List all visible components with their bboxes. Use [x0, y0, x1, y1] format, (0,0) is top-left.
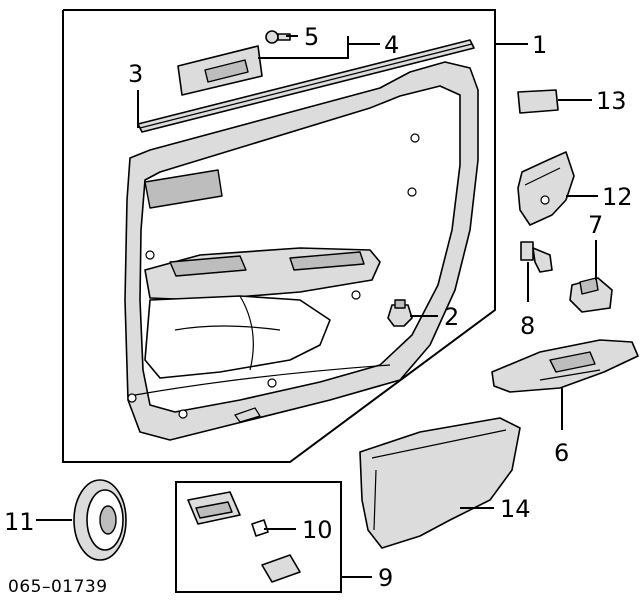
lens-part — [261, 554, 301, 583]
bulb-icon — [251, 519, 269, 537]
callout-11: 11 — [4, 508, 35, 536]
callout-1: 1 — [532, 31, 547, 59]
switch-panel-part — [491, 339, 639, 393]
speaker-icon — [73, 479, 127, 561]
part-9-group-box — [175, 481, 342, 593]
bulb-holder-part — [520, 241, 553, 273]
callout-labels: 1 2 3 4 5 13 12 7 8 6 14 10 9 11 — [4, 23, 633, 592]
callout-8: 8 — [520, 312, 535, 340]
clip-icon — [387, 299, 413, 327]
callout-10: 10 — [302, 516, 333, 544]
callout-12: 12 — [602, 183, 633, 211]
callout-3: 3 — [128, 60, 143, 88]
insulation-pad-part — [359, 417, 521, 549]
screw-part — [265, 30, 291, 44]
weatherstrip-part — [137, 39, 475, 133]
leader-lines — [36, 35, 598, 578]
switch-base-icon — [569, 277, 613, 313]
handle-bezel-part — [177, 45, 263, 96]
pad-part — [517, 89, 559, 114]
ashtray-part — [187, 491, 241, 525]
callout-2: 2 — [444, 303, 459, 331]
callout-6: 6 — [554, 439, 569, 467]
bracket-part — [517, 151, 575, 226]
callout-4: 4 — [384, 31, 399, 59]
assembly-frame — [62, 9, 496, 463]
door-trim-panel-icon — [124, 61, 479, 441]
diagram-code: 065–01739 — [8, 577, 108, 597]
callout-7: 7 — [588, 211, 603, 239]
callout-5: 5 — [304, 23, 319, 51]
callout-9: 9 — [378, 564, 393, 592]
callout-13: 13 — [596, 87, 627, 115]
callout-14: 14 — [500, 495, 531, 523]
